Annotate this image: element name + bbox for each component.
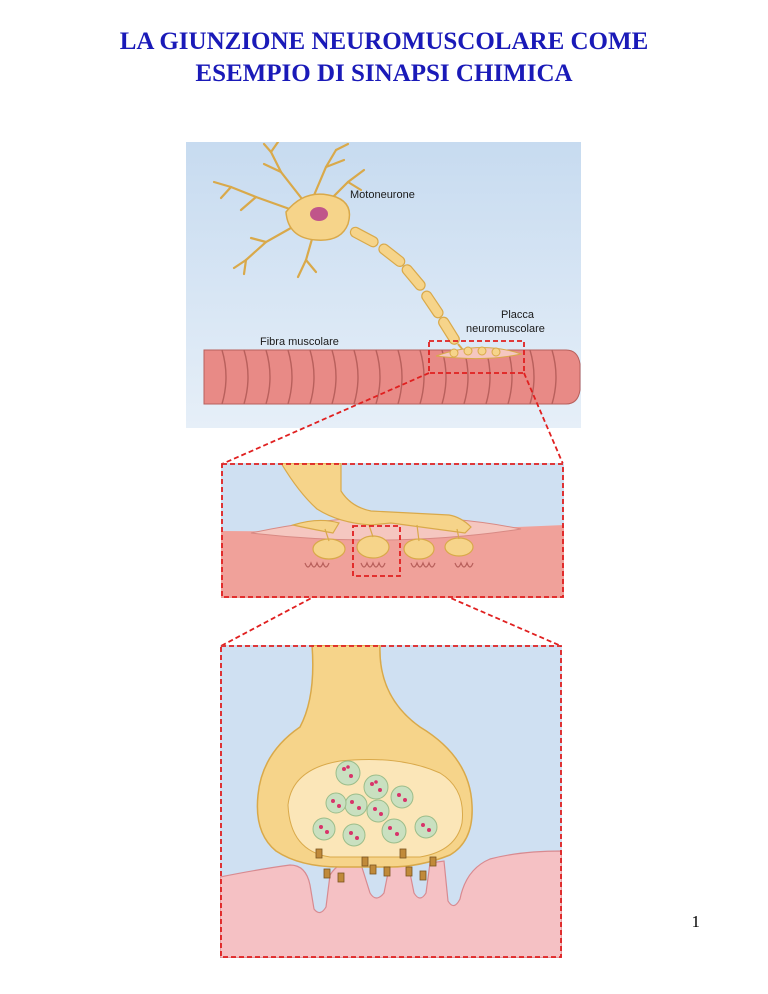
- plate-label-line-2: neuromuscolare: [466, 323, 545, 335]
- nucleus: [310, 207, 328, 221]
- end-plate-illustration: [221, 463, 564, 598]
- overview-illustration: Motoneurone Placca neuromuscolare Fibra …: [186, 142, 581, 428]
- acetylcholine-receptors: [315, 848, 437, 883]
- junctional-folds: [304, 561, 474, 568]
- plate-label-line-1: Placca: [501, 309, 535, 321]
- myelinated-axon: [349, 226, 460, 345]
- page-title: LA GIUNZIONE NEUROMUSCOLARE COME ESEMPIO…: [0, 26, 768, 90]
- page-number: 1: [691, 912, 701, 931]
- motoneuron-label: Motoneurone: [350, 189, 415, 201]
- title-line-2: ESEMPIO DI SINAPSI CHIMICA: [195, 60, 573, 87]
- end-plate-axon: [280, 463, 474, 560]
- synaptic-vesicles: [312, 760, 438, 847]
- muscle-fiber-label: Fibra muscolare: [260, 336, 339, 348]
- zoom-frame-2: [352, 525, 401, 577]
- synapse-illustration: [220, 645, 562, 958]
- neurotransmitter-dots: [319, 765, 431, 840]
- postsynaptic-muscle: [220, 850, 562, 958]
- muscle-tissue: [221, 525, 564, 598]
- muscle-fiber: [203, 349, 581, 405]
- synapse-frame: [220, 645, 562, 958]
- end-plate-frame: [221, 463, 564, 598]
- title-line-1: LA GIUNZIONE NEUROMUSCOLARE COME: [119, 28, 649, 55]
- neuromuscular-plate: [435, 346, 523, 360]
